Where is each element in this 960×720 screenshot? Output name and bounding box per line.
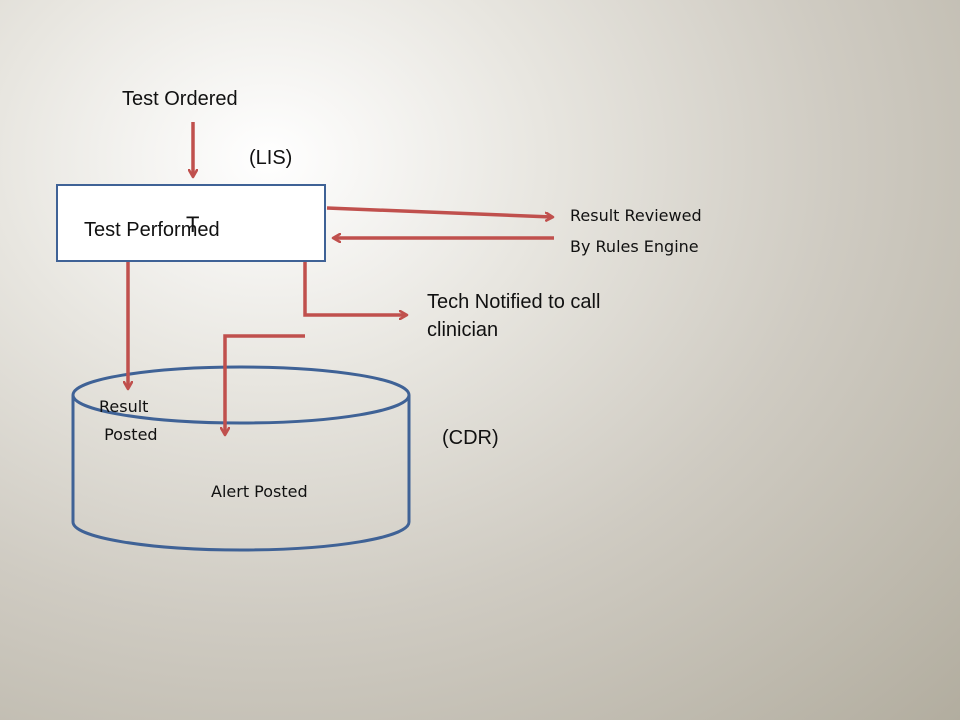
test-ordered-label: Test Ordered bbox=[122, 88, 238, 110]
test-performed-label: Test Performed bbox=[84, 219, 220, 241]
cdr-label: (CDR) bbox=[442, 427, 499, 449]
lis-label: (LIS) bbox=[249, 147, 293, 169]
cdr-cylinder bbox=[71, 365, 411, 552]
test-performed-box bbox=[56, 184, 326, 262]
alert-posted-label: Alert Posted bbox=[211, 482, 308, 501]
stray-character: T bbox=[186, 212, 200, 237]
tech-notified-label: Tech Notified to call clinician bbox=[427, 291, 601, 341]
arrow-performed-to-rules bbox=[326, 206, 552, 217]
result-posted-label: Result Posted bbox=[99, 397, 158, 444]
arrow-performed-to-tech bbox=[303, 262, 406, 315]
result-reviewed-label: Result Reviewed By Rules Engine bbox=[570, 206, 702, 256]
arrow-to-alert-posted bbox=[225, 334, 305, 434]
